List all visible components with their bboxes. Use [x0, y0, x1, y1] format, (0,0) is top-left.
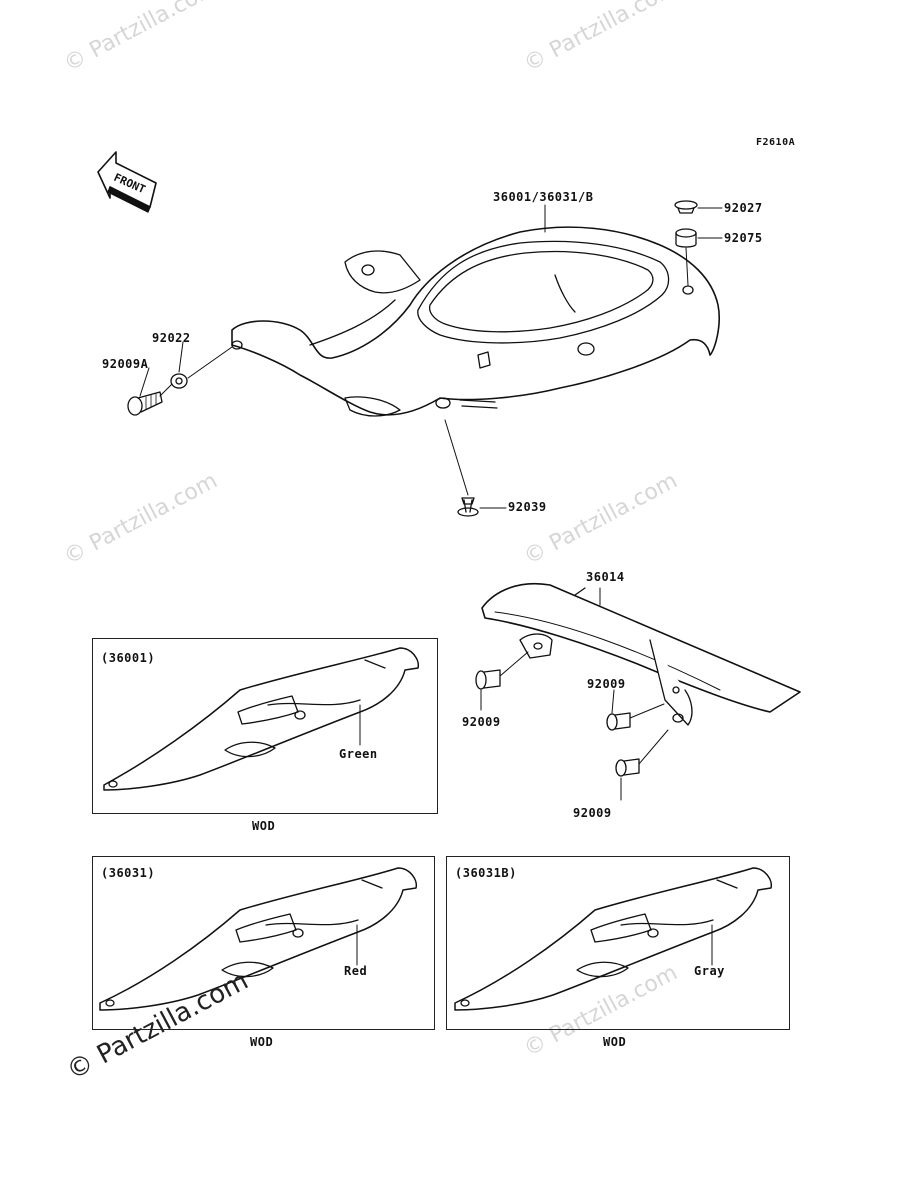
washer-92022-icon [170, 373, 188, 389]
part-label-chain-cover: 36014 [586, 570, 625, 584]
variant-code: (36031B) [455, 866, 517, 880]
bolt-92009-icon [615, 758, 640, 777]
variant-box-36031b [446, 856, 790, 1030]
part-label-bolt-b: 92009 [462, 715, 501, 729]
variant-cover-36031-illustration [99, 867, 418, 1011]
variant-box-36031 [92, 856, 435, 1030]
seat-cover-illustration [231, 226, 720, 417]
cap-92027-icon [674, 200, 698, 214]
variant-color: Green [339, 747, 378, 761]
rivet-92039-icon [457, 497, 479, 517]
part-label-main-cover: 36001/36031/B [493, 190, 594, 204]
figure-code: F2610A [756, 137, 796, 148]
variant-box-36001 [92, 638, 438, 814]
part-label-washer: 92022 [152, 331, 191, 345]
variant-note: WOD [250, 1035, 274, 1049]
variant-code: (36031) [101, 866, 156, 880]
part-label-bolt-c: 92009 [573, 806, 612, 820]
chain-cover-illustration [481, 583, 801, 726]
bolt-92009a-icon [127, 391, 163, 416]
damper-92075-icon [675, 228, 697, 248]
variant-code: (36001) [101, 651, 156, 665]
variant-color: Gray [694, 964, 725, 978]
variant-cover-36031b-illustration [454, 867, 773, 1011]
part-label-cap: 92027 [724, 201, 763, 215]
variant-note: WOD [603, 1035, 627, 1049]
part-label-bolt-a: 92009 [587, 677, 626, 691]
variant-note: WOD [252, 819, 276, 833]
front-arrow-icon: FRONT [97, 151, 157, 213]
part-label-bolt-left: 92009A [102, 357, 149, 371]
part-label-damper: 92075 [724, 231, 763, 245]
bolt-92009-icon [475, 669, 501, 690]
variant-color: Red [344, 964, 368, 978]
variant-cover-36001-illustration [103, 647, 420, 791]
bolt-92009-icon [606, 712, 631, 731]
part-label-rivet: 92039 [508, 500, 547, 514]
